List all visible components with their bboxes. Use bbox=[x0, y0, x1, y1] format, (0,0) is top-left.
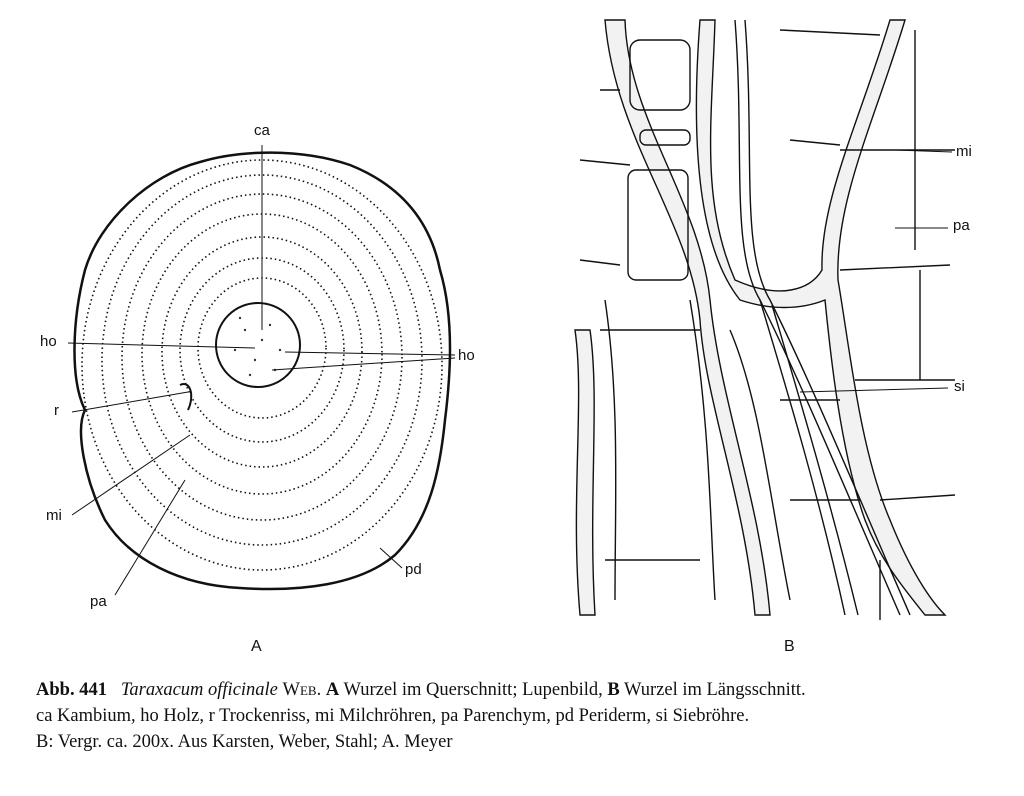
label-pd-periderm: pd bbox=[405, 561, 422, 578]
panel-b-letter: B bbox=[784, 638, 795, 655]
label-ho-holz-left: ho bbox=[40, 333, 57, 350]
caption-line-1: Abb. 441 Taraxacum officinale Web. A Wur… bbox=[36, 677, 1016, 703]
figure-caption: Abb. 441 Taraxacum officinale Web. A Wur… bbox=[36, 677, 1016, 755]
caption-line-3: B: Vergr. ca. 200x. Aus Karsten, Weber, … bbox=[36, 732, 453, 752]
panel-a-cross-section bbox=[67, 145, 456, 596]
caption-line-2: ca Kambium, ho Holz, r Trockenriss, mi M… bbox=[36, 706, 750, 726]
label-b-pa: pa bbox=[953, 217, 970, 234]
label-pa-parenchym: pa bbox=[90, 593, 107, 610]
label-b-si: si bbox=[954, 378, 965, 395]
caption-b-letter: B bbox=[607, 680, 620, 700]
species-author: Web. bbox=[282, 680, 322, 700]
figure-number: Abb. 441 bbox=[36, 680, 107, 700]
caption-a-letter: A bbox=[325, 680, 340, 700]
caption-a-text: Wurzel im Querschnitt; Lupenbild, bbox=[343, 680, 603, 700]
caption-b-text: Wurzel im Längsschnitt. bbox=[624, 680, 806, 700]
label-ho-holz-right: ho bbox=[458, 347, 475, 364]
label-mi-milchroehren: mi bbox=[46, 507, 62, 524]
central-xylem-core bbox=[215, 302, 301, 388]
figure-drawing bbox=[67, 19, 956, 620]
label-b-mi: mi bbox=[956, 143, 972, 160]
laticifer-wall bbox=[604, 19, 771, 616]
label-ca-kambium: ca bbox=[254, 122, 270, 139]
panel-b-longitudinal-section bbox=[574, 19, 956, 620]
periderm-outline bbox=[73, 151, 452, 591]
species-name: Taraxacum officinale bbox=[120, 680, 278, 700]
dry-crack bbox=[179, 383, 193, 411]
panel-a-letter: A bbox=[251, 638, 262, 655]
label-r-trockenriss: r bbox=[54, 402, 59, 419]
